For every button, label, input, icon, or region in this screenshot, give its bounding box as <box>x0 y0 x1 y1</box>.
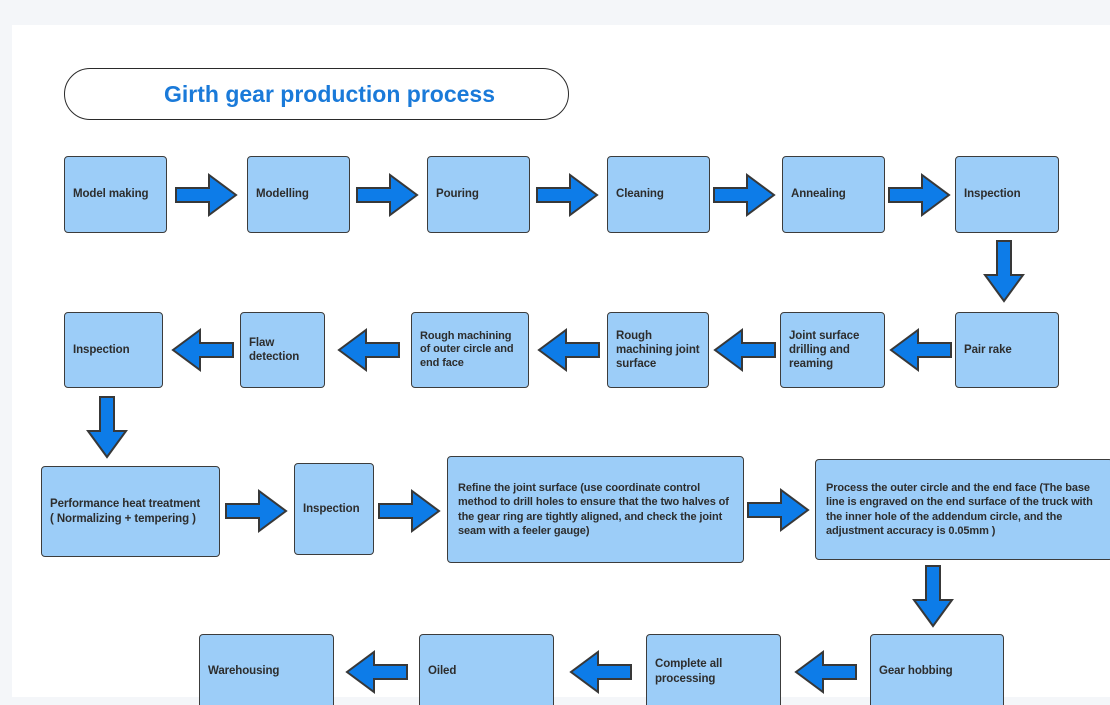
flow-box-refine-joint-surface: Refine the joint surface (use coordinate… <box>447 456 744 563</box>
flow-arrow-right-14 <box>378 489 441 533</box>
flow-box-performance-heat-treatment: Performance heat treatment ( Normalizing… <box>41 466 220 557</box>
flow-box-inspection-1: Inspection <box>955 156 1059 233</box>
left-arrow-icon <box>537 328 600 372</box>
flow-box-label: Cleaning <box>616 188 664 201</box>
flow-arrow-left-17 <box>794 650 857 694</box>
flow-box-pouring: Pouring <box>427 156 530 233</box>
flow-box-label: Pouring <box>436 188 479 201</box>
flow-arrow-down-16 <box>912 565 954 628</box>
flow-box-rough-machining-outer: Rough machining of outer circle and end … <box>411 312 529 388</box>
flow-box-label: Flaw detection <box>249 336 300 363</box>
flow-box-label: Inspection <box>964 188 1021 201</box>
flow-box-label: Rough machining joint surface <box>616 329 700 371</box>
diagram-title: Girth gear production process <box>164 80 495 107</box>
flow-arrow-down-12 <box>86 396 128 459</box>
left-arrow-icon <box>345 650 408 694</box>
flowchart-diagram: Model making Modelling Pouring Cleaning Anne… <box>12 25 1110 705</box>
flow-arrow-left-7 <box>889 328 952 372</box>
right-arrow-icon <box>713 173 776 217</box>
flow-box-label: Refine the joint surface (use coordinate… <box>458 482 729 537</box>
flow-arrow-left-19 <box>345 650 408 694</box>
down-arrow-icon <box>86 396 128 459</box>
flow-box-inspection-3: Inspection <box>294 463 374 555</box>
flow-arrow-left-10 <box>337 328 400 372</box>
flow-box-joint-surface-drilling: Joint surface drilling and reaming <box>780 312 885 388</box>
flow-box-rough-machining-joint: Rough machining joint surface <box>607 312 709 388</box>
flow-box-gear-hobbing: Gear hobbing <box>870 634 1004 705</box>
flow-box-model-making: Model making <box>64 156 167 233</box>
flow-arrow-right-15 <box>747 488 810 532</box>
flow-arrow-right-2 <box>356 173 419 217</box>
flow-box-flaw-detection: Flaw detection <box>240 312 325 388</box>
flow-box-process-outer-circle: Process the outer circle and the end fac… <box>815 459 1110 560</box>
flow-box-inspection-2: Inspection <box>64 312 163 388</box>
flow-arrow-left-11 <box>171 328 234 372</box>
flow-box-pair-rake: Pair rake <box>955 312 1059 388</box>
flow-box-warehousing: Warehousing <box>199 634 334 705</box>
diagram-title-pill: Girth gear production process <box>64 68 569 120</box>
left-arrow-icon <box>889 328 952 372</box>
flow-arrow-right-3 <box>536 173 599 217</box>
flow-box-oiled: Oiled <box>419 634 554 705</box>
flow-arrow-down-6 <box>983 240 1025 303</box>
flow-arrow-left-18 <box>569 650 632 694</box>
down-arrow-icon <box>983 240 1025 303</box>
flow-box-label: Joint surface drilling and reaming <box>789 329 860 371</box>
flow-box-label: Complete all processing <box>655 658 723 685</box>
flow-box-label: Annealing <box>791 188 846 201</box>
down-arrow-icon <box>912 565 954 628</box>
right-arrow-icon <box>747 488 810 532</box>
flow-box-cleaning: Cleaning <box>607 156 710 233</box>
flow-arrow-left-8 <box>713 328 776 372</box>
left-arrow-icon <box>171 328 234 372</box>
flow-box-label: Inspection <box>303 502 360 515</box>
flow-box-label: Pair rake <box>964 343 1012 356</box>
flow-box-modelling: Modelling <box>247 156 350 233</box>
flow-box-label: Rough machining of outer circle and end … <box>420 329 514 369</box>
flow-box-label: Performance heat treatment ( Normalizing… <box>50 498 201 525</box>
right-arrow-icon <box>536 173 599 217</box>
flow-arrow-right-4 <box>713 173 776 217</box>
flow-box-complete-all-processing: Complete all processing <box>646 634 781 705</box>
left-arrow-icon <box>713 328 776 372</box>
flow-box-label: Modelling <box>256 188 309 201</box>
flow-arrow-right-5 <box>888 173 951 217</box>
flow-box-annealing: Annealing <box>782 156 885 233</box>
right-arrow-icon <box>378 489 441 533</box>
right-arrow-icon <box>356 173 419 217</box>
flow-box-label: Model making <box>73 188 149 201</box>
left-arrow-icon <box>569 650 632 694</box>
flow-box-label: Inspection <box>73 343 130 356</box>
flow-arrow-right-13 <box>225 489 288 533</box>
right-arrow-icon <box>888 173 951 217</box>
flow-arrow-right-1 <box>175 173 238 217</box>
flow-box-label: Warehousing <box>208 665 280 678</box>
flow-box-label: Gear hobbing <box>879 665 953 678</box>
flow-box-label: Oiled <box>428 665 457 678</box>
left-arrow-icon <box>794 650 857 694</box>
left-arrow-icon <box>337 328 400 372</box>
right-arrow-icon <box>225 489 288 533</box>
flow-arrow-left-9 <box>537 328 600 372</box>
right-arrow-icon <box>175 173 238 217</box>
diagram-canvas: Girth gear production process Model maki… <box>12 25 1110 705</box>
flow-box-label: Process the outer circle and the end fac… <box>826 482 1093 537</box>
